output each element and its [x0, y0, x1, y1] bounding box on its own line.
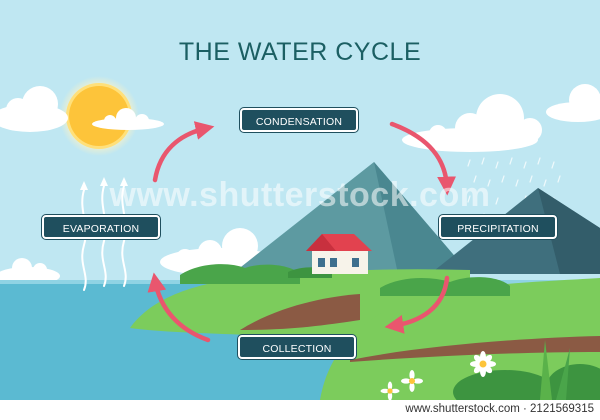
collection-label: COLLECTION [238, 335, 356, 359]
precipitation-label: PRECIPITATION [439, 215, 557, 239]
cloud-icon [402, 94, 542, 152]
land [130, 264, 600, 400]
condensation-label: CONDENSATION [240, 108, 358, 132]
flower-icon [401, 370, 423, 392]
cycle-arrow-icon [389, 121, 457, 196]
cycle-arrows [147, 121, 457, 343]
cycle-arrow-icon [152, 121, 215, 183]
footer-bar: www.shutterstock.com · 2121569315 [0, 400, 600, 420]
footer-credit: www.shutterstock.com · 2121569315 [405, 403, 594, 415]
cloud-icon [546, 84, 600, 122]
cloud-icon [92, 108, 164, 130]
flower-icon [380, 381, 400, 400]
sun-icon [59, 76, 139, 156]
cloud-icon [0, 86, 68, 132]
flower-icon [470, 351, 496, 377]
evaporation-arrows-icon [80, 177, 128, 291]
evaporation-label: EVAPORATION [42, 215, 160, 239]
cycle-arrow-icon [384, 275, 450, 334]
plants [453, 340, 600, 400]
diagram-title: THE WATER CYCLE [178, 38, 422, 66]
cycle-arrow-icon [147, 272, 211, 343]
house-icon [306, 234, 372, 274]
